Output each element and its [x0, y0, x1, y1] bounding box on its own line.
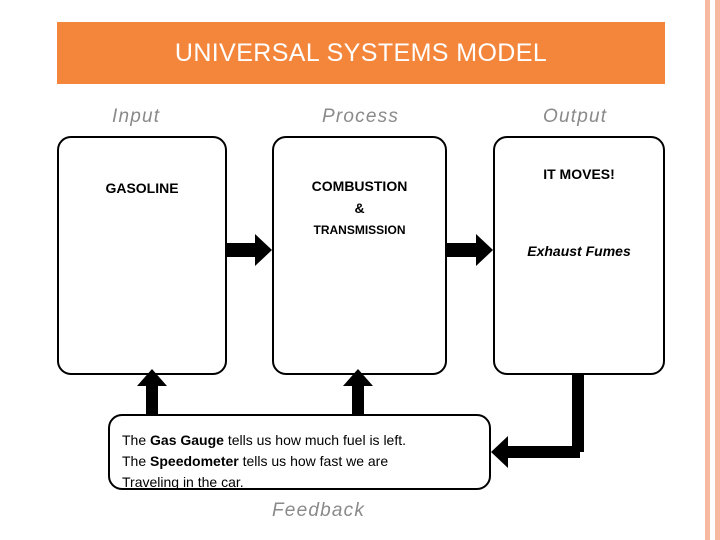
arrow-feedback-to-process — [343, 369, 373, 414]
process-box-text: COMBUSTION & TRANSMISSION — [272, 175, 447, 241]
arrow-input-to-process — [227, 234, 272, 266]
input-box — [57, 136, 227, 375]
edge-stripe-gap — [712, 0, 715, 540]
column-label-process: Process — [322, 106, 400, 127]
feedback-line-1-bold: Gas Gauge — [150, 432, 224, 448]
page-title: UNIVERSAL SYSTEMS MODEL — [174, 38, 548, 67]
feedback-line-1-pre: The — [122, 432, 151, 448]
feedback-line-1: The Gas Gauge tells us how much fuel is … — [122, 430, 482, 451]
process-box — [272, 136, 447, 375]
arrow-process-to-output — [447, 234, 493, 266]
output-box — [493, 136, 665, 375]
column-label-input: Input — [112, 106, 161, 127]
feedback-line-2-pre: The — [122, 453, 151, 469]
output-box-text-primary: IT MOVES! — [543, 166, 615, 182]
feedback-line-2-bold: Speedometer — [150, 453, 239, 469]
feedback-box — [108, 414, 491, 490]
column-label-output: Output — [543, 106, 608, 127]
title-banner: UNIVERSAL SYSTEMS MODEL — [57, 22, 665, 84]
feedback-box-text: The Gas Gauge tells us how much fuel is … — [122, 430, 482, 493]
edge-stripe-outer — [705, 0, 710, 540]
process-line-3: TRANSMISSION — [313, 223, 406, 237]
feedback-line-3: Traveling in the car. — [122, 474, 244, 490]
feedback-line-2-post: tells us how fast we are — [238, 453, 389, 469]
input-box-text: GASOLINE — [105, 180, 179, 196]
process-line-2: & — [354, 200, 365, 216]
column-label-feedback: Feedback — [272, 500, 366, 521]
edge-stripe-inner — [715, 0, 720, 540]
feedback-line-2: The Speedometer tells us how fast we are — [122, 451, 482, 472]
output-box-text-secondary: Exhaust Fumes — [527, 243, 631, 259]
arrow-feedback-to-input — [137, 369, 167, 414]
arrow-output-to-feedback — [491, 375, 584, 468]
process-line-1: COMBUSTION — [311, 178, 408, 194]
feedback-line-1-post: tells us how much fuel is left. — [223, 432, 407, 448]
